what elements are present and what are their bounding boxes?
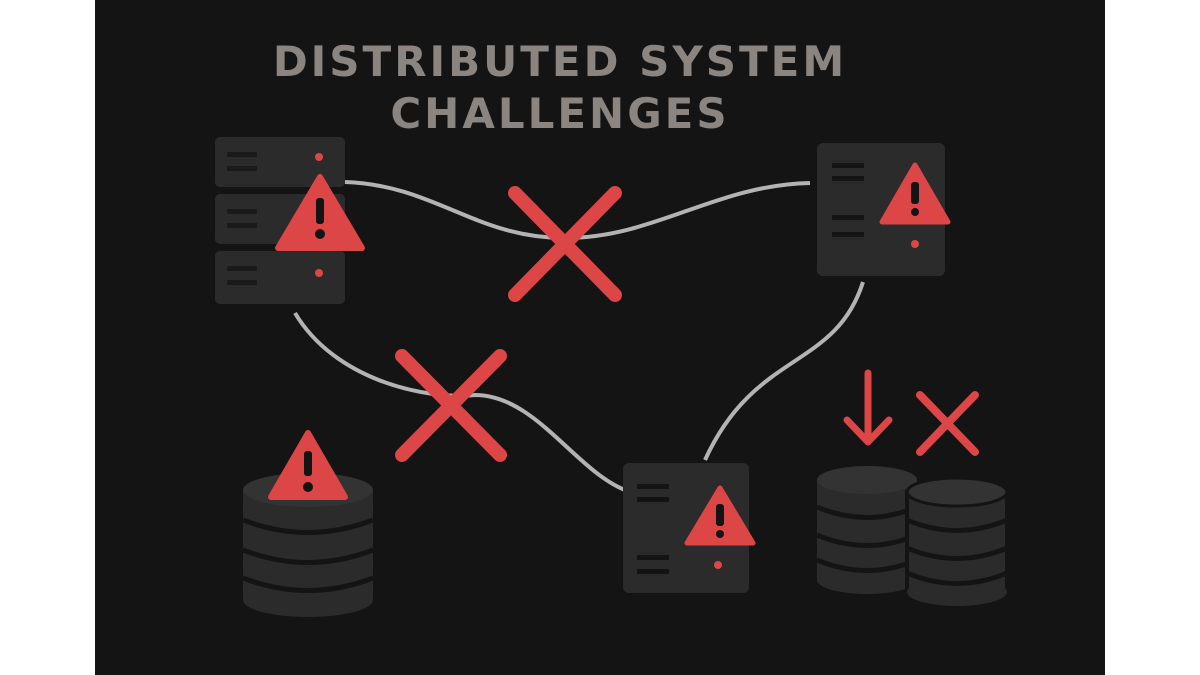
database-icon [905, 476, 1009, 606]
database-icon [816, 466, 918, 594]
title-line-1: DISTRIBUTED SYSTEM [272, 37, 848, 86]
diagram-title: DISTRIBUTED SYSTEM CHALLENGES [55, 36, 1065, 140]
x-icon [916, 391, 979, 456]
warning-icon [268, 430, 348, 500]
warning-icon [879, 162, 951, 225]
broken-link-x-icon [508, 186, 622, 302]
database-b [816, 466, 918, 594]
down-arrow-icon [843, 369, 893, 446]
title-line-2: CHALLENGES [390, 89, 730, 138]
database-a [242, 430, 374, 617]
database-c [905, 476, 1009, 606]
link-server-b-server-c [703, 281, 865, 461]
warning-icon [275, 174, 365, 251]
broken-link-x-icon [395, 349, 507, 462]
server-c [623, 463, 756, 593]
diagram-canvas: DISTRIBUTED SYSTEM CHALLENGES [95, 0, 1105, 675]
server-a [215, 137, 365, 304]
network-diagram [215, 137, 1009, 617]
link-server-a-server-c [293, 311, 626, 492]
warning-icon [684, 485, 756, 546]
server-b [817, 143, 951, 276]
